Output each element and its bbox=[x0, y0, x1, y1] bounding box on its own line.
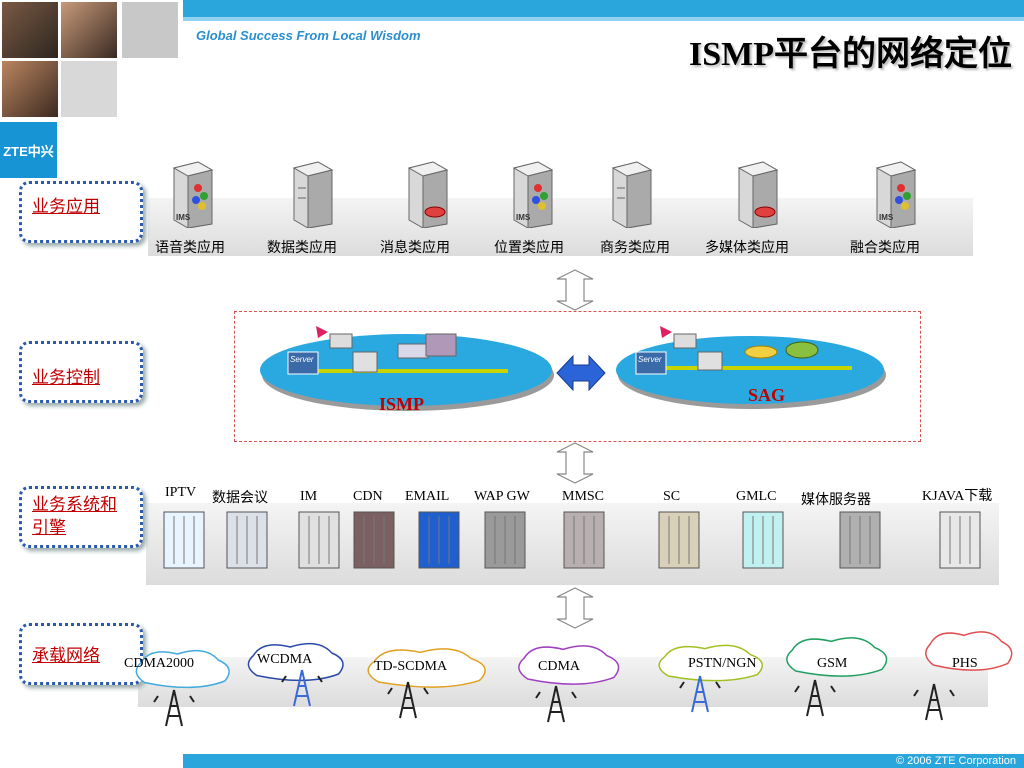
cell-tower-icon bbox=[913, 683, 955, 721]
arrow-app-control bbox=[556, 269, 594, 311]
network-label: TD-SCDMA bbox=[374, 659, 448, 674]
engine-device-icon bbox=[353, 511, 395, 569]
cell-tower-icon bbox=[281, 669, 323, 707]
layer-label-control: 业务控制 bbox=[19, 341, 143, 403]
photo-man-1 bbox=[2, 2, 58, 58]
network-cloud bbox=[658, 644, 763, 682]
app-server-icon: IMS bbox=[875, 161, 917, 228]
app-server-icon bbox=[737, 161, 779, 228]
footer-bar bbox=[183, 754, 1024, 768]
photo-man-2 bbox=[61, 2, 117, 58]
header-bar-light bbox=[183, 17, 1024, 21]
network-cloud bbox=[518, 645, 620, 685]
layer-label-control-text: 业务控制 bbox=[32, 368, 100, 388]
engine-device-icon bbox=[658, 511, 700, 569]
cell-tower-icon bbox=[535, 685, 577, 723]
cell-tower-icon bbox=[794, 679, 836, 717]
app-band bbox=[148, 198, 973, 256]
slogan: Global Success From Local Wisdom bbox=[196, 28, 421, 43]
layer-label-app-text: 业务应用 bbox=[32, 197, 100, 217]
app-caption: 多媒体类应用 bbox=[705, 240, 789, 256]
network-cloud bbox=[135, 649, 230, 689]
network-cloud bbox=[247, 642, 344, 682]
app-caption: 商务类应用 bbox=[600, 240, 670, 256]
app-caption: 消息类应用 bbox=[380, 240, 450, 256]
server-tag-ismp: Server bbox=[290, 355, 314, 364]
ismp-label: ISMP bbox=[379, 394, 424, 414]
network-cloud bbox=[786, 637, 888, 677]
network-label: PHS bbox=[952, 656, 978, 671]
engine-device-icon bbox=[742, 511, 784, 569]
svg-text:IMS: IMS bbox=[879, 213, 894, 222]
network-label: PSTN/NGN bbox=[688, 656, 757, 671]
copyright: © 2006 ZTE Corporation bbox=[896, 755, 1016, 767]
app-caption: 融合类应用 bbox=[850, 240, 920, 256]
cell-tower-icon bbox=[153, 689, 195, 727]
engine-device-icon bbox=[418, 511, 460, 569]
svg-text:IMS: IMS bbox=[176, 213, 191, 222]
network-cloud bbox=[925, 631, 1013, 671]
engine-device-icon bbox=[298, 511, 340, 569]
layer-label-engine-text: 业务系统和引擎 bbox=[32, 495, 117, 538]
engine-caption: EMAIL bbox=[405, 489, 450, 504]
network-label: GSM bbox=[817, 656, 848, 671]
cell-tower-icon bbox=[679, 675, 721, 713]
photo-grey-1 bbox=[122, 2, 178, 58]
app-caption: 数据类应用 bbox=[267, 240, 337, 256]
zte-logo: ZTE中兴 bbox=[0, 122, 57, 178]
network-label: CDMA bbox=[538, 659, 581, 674]
app-server-icon bbox=[292, 161, 334, 228]
engine-device-icon bbox=[226, 511, 268, 569]
engine-caption: IPTV bbox=[165, 485, 197, 500]
photo-grey-2 bbox=[61, 61, 117, 117]
app-server-icon: IMS bbox=[172, 161, 214, 228]
engine-caption: MMSC bbox=[562, 489, 605, 504]
svg-text:IMS: IMS bbox=[516, 213, 531, 222]
app-server-icon bbox=[407, 161, 449, 228]
page-title: ISMP平台的网络定位 bbox=[689, 36, 1012, 73]
arrow-engine-bearer bbox=[556, 587, 594, 629]
network-label: CDMA2000 bbox=[124, 656, 195, 671]
control-dashed-box bbox=[234, 311, 921, 442]
sag-label: SAG bbox=[748, 385, 786, 405]
photo-woman bbox=[2, 61, 58, 117]
engine-caption: 数据会议 bbox=[212, 490, 268, 506]
layer-label-app: 业务应用 bbox=[19, 181, 143, 243]
engine-caption: GMLC bbox=[736, 489, 777, 504]
cell-tower-icon bbox=[387, 681, 429, 719]
layer-label-engine: 业务系统和引擎 bbox=[19, 486, 143, 548]
server-tag-sag: Server bbox=[638, 355, 662, 364]
engine-device-icon bbox=[484, 511, 526, 569]
layer-label-bearer: 承载网络 bbox=[19, 623, 143, 685]
network-cloud bbox=[367, 648, 486, 688]
engine-device-icon bbox=[563, 511, 605, 569]
engine-device-icon bbox=[163, 511, 205, 569]
layer-label-bearer-text: 承载网络 bbox=[32, 646, 100, 666]
app-server-icon: IMS bbox=[512, 161, 554, 228]
app-caption: 位置类应用 bbox=[494, 240, 564, 256]
engine-caption: 媒体服务器 bbox=[801, 492, 871, 508]
engine-caption: KJAVA下载 bbox=[922, 489, 993, 504]
engine-device-icon bbox=[839, 511, 881, 569]
network-label: WCDMA bbox=[257, 652, 313, 667]
engine-device-icon bbox=[939, 511, 981, 569]
arrow-control-engine bbox=[556, 442, 594, 484]
header-bar bbox=[183, 0, 1024, 17]
sag-platform: Server bbox=[616, 326, 886, 409]
app-caption: 语音类应用 bbox=[155, 240, 225, 256]
engine-caption: IM bbox=[300, 489, 318, 504]
engine-caption: WAP GW bbox=[474, 489, 530, 504]
engine-caption: SC bbox=[663, 489, 681, 504]
app-server-icon bbox=[611, 161, 653, 228]
engine-caption: CDN bbox=[353, 489, 383, 504]
bidirectional-arrow bbox=[556, 354, 606, 392]
ismp-platform: Server bbox=[260, 326, 554, 411]
